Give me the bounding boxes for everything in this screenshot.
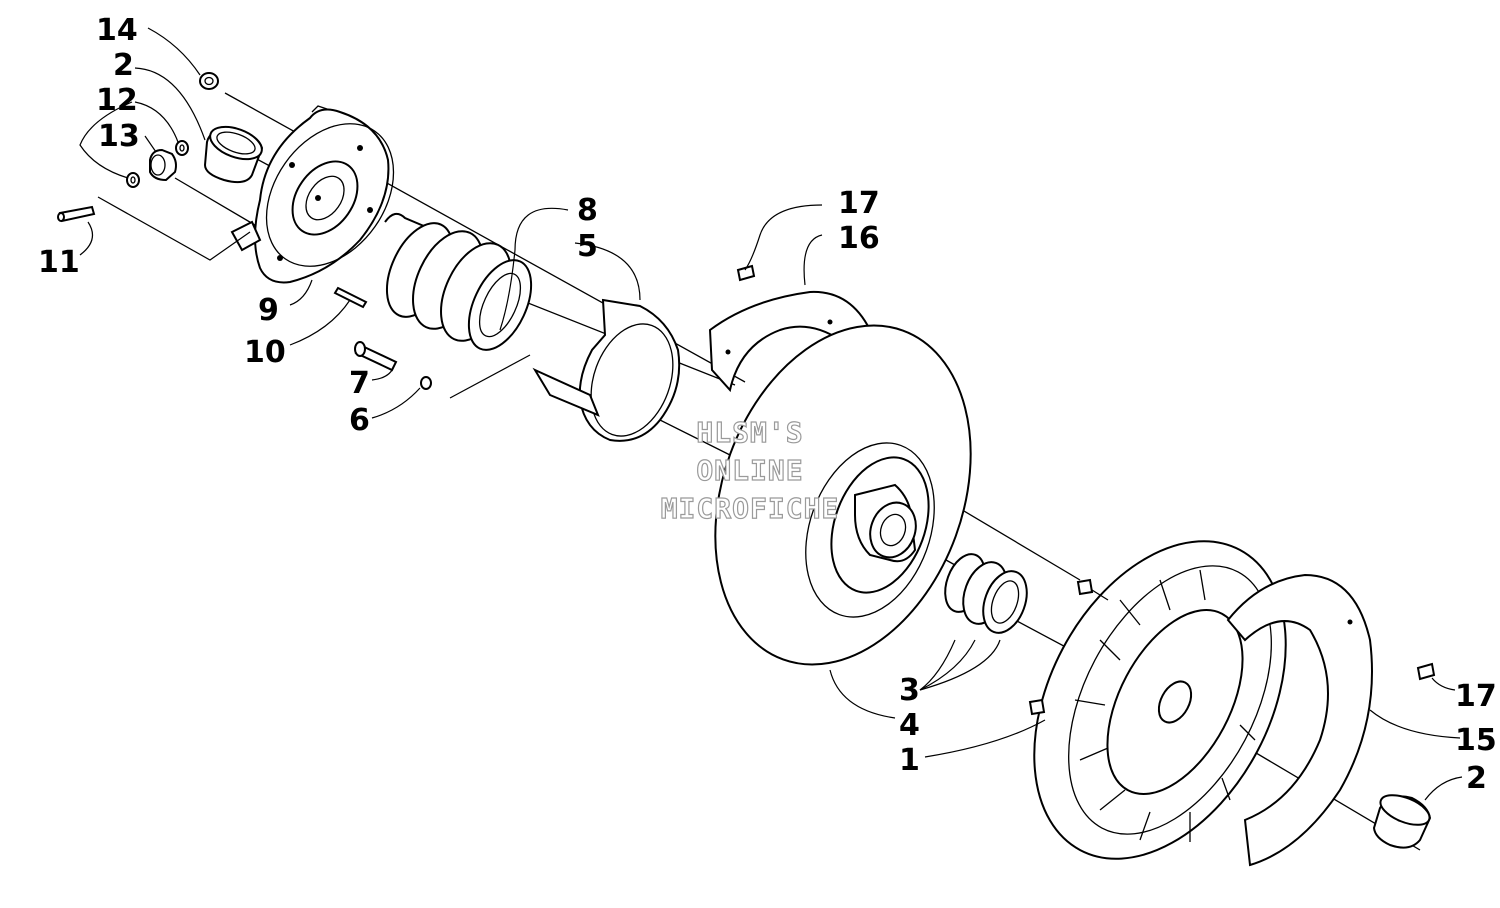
callout-5: 5 xyxy=(577,229,598,264)
callout-8: 8 xyxy=(577,193,598,228)
callout-6: 6 xyxy=(349,403,370,438)
watermark-line-2: ONLINE xyxy=(696,454,803,487)
callout-4: 4 xyxy=(899,708,920,743)
part-2-bushing-top xyxy=(203,125,264,184)
callout-9: 9 xyxy=(258,293,279,328)
callout-12: 12 xyxy=(96,83,138,118)
callout-14: 14 xyxy=(96,13,138,48)
part-17-screw-bottom xyxy=(1416,662,1436,681)
watermark-line-1: HLSM'S xyxy=(696,416,803,449)
callout-2-bottom: 2 xyxy=(1466,761,1487,796)
callout-1: 1 xyxy=(899,743,920,778)
callout-labels: 14 2 12 13 11 9 10 7 6 8 5 17 16 3 4 1 1… xyxy=(38,13,1497,796)
callout-17-top: 17 xyxy=(838,186,880,221)
callout-17-bottom: 17 xyxy=(1455,679,1497,714)
part-5-cam xyxy=(532,298,681,442)
callout-10: 10 xyxy=(244,335,286,370)
part-moveable-sheave xyxy=(714,324,972,666)
part-12-washer xyxy=(126,140,189,188)
part-11-pin xyxy=(57,205,96,223)
watermark-line-3: MICROFICHE xyxy=(661,492,840,525)
part-fixed-sheave xyxy=(1028,540,1287,860)
callout-3: 3 xyxy=(899,673,920,708)
part-15-shield xyxy=(1226,573,1373,867)
part-6-washer xyxy=(420,376,432,390)
part-spider-plate xyxy=(230,105,395,284)
part-14-nut xyxy=(199,72,219,90)
callout-2-top: 2 xyxy=(113,48,134,83)
part-2-bushing-bottom xyxy=(1372,794,1432,849)
part-8-spring xyxy=(384,212,533,351)
watermark: HLSM'S ONLINE MICROFICHE xyxy=(660,415,840,525)
leader-lines xyxy=(79,27,1463,801)
part-13-roller xyxy=(149,148,177,182)
callout-11: 11 xyxy=(38,245,80,280)
part-3-spring xyxy=(944,553,1028,634)
callout-16: 16 xyxy=(838,221,880,256)
part-10-roll-pin xyxy=(333,286,368,309)
callout-15: 15 xyxy=(1455,723,1497,758)
callout-13: 13 xyxy=(98,119,140,154)
callout-7: 7 xyxy=(349,366,370,401)
